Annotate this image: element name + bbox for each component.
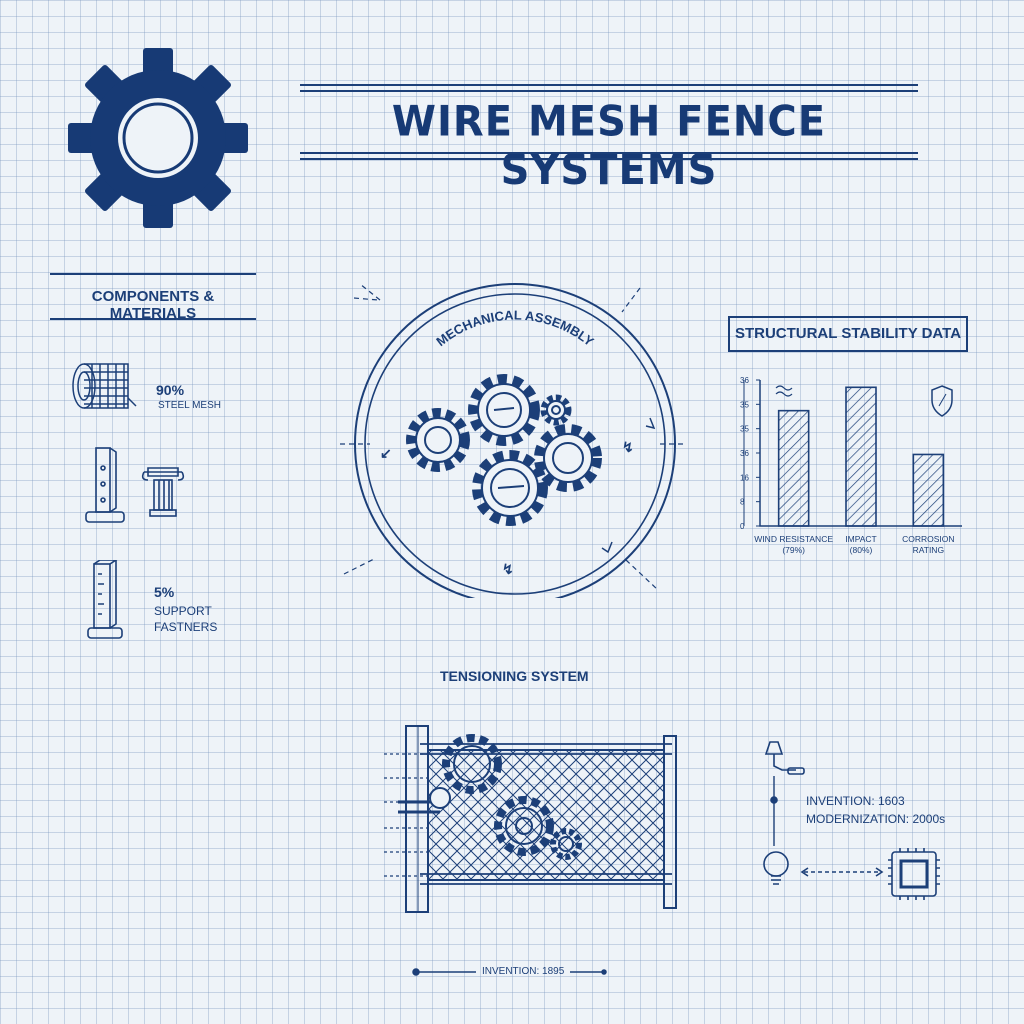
tensioning-label: TENSIONING SYSTEM — [440, 668, 589, 684]
invention-date-label: INVENTION: 1603 — [806, 794, 905, 808]
x-category-label: RATING — [913, 545, 944, 555]
rotation-mark: ↙ — [380, 445, 392, 461]
gear-icon — [442, 734, 502, 794]
y-tick-label: 0 — [740, 522, 745, 531]
components-heading-rule-bottom — [50, 318, 256, 320]
chart-bar — [777, 409, 810, 527]
x-category-label: (79%) — [782, 545, 805, 555]
steel-mesh-label: STEEL MESH — [158, 400, 221, 411]
rotation-mark: ↯ — [502, 561, 514, 577]
support-label: SUPPORT — [154, 604, 212, 618]
gear-icon — [406, 408, 470, 472]
x-category-label: CORROSION — [902, 534, 954, 544]
x-category-label: (80%) — [850, 545, 873, 555]
title-banner: WIRE MESH FENCE SYSTEMS — [300, 84, 918, 194]
fastners-label: FASTNERS — [154, 620, 218, 634]
invention-1895-label: INVENTION: 1895 — [482, 966, 565, 977]
modernization-date-label: MODERNIZATION: 2000s — [806, 812, 946, 826]
y-tick-label: 35 — [740, 400, 749, 409]
rotation-mark: ↯ — [622, 439, 634, 455]
components-heading: COMPONENTS & MATERIALS — [91, 288, 215, 322]
gear-icon — [468, 374, 540, 446]
y-tick-label: 8 — [740, 498, 745, 507]
stability-heading-box: STRUCTURAL STABILITY DATA — [728, 316, 968, 352]
post-icon — [85, 447, 125, 523]
timeline-bottom-line — [412, 968, 607, 976]
lightbulb-icon — [763, 851, 789, 885]
assembly-label: MECHANICAL ASSEMBLY — [433, 307, 597, 349]
chip-icon — [888, 848, 940, 900]
y-tick-label: 35 — [740, 425, 749, 434]
gear-icon — [540, 394, 572, 426]
timeline-right — [763, 741, 940, 900]
x-category-label: IMPACT — [845, 534, 876, 544]
x-category-label: WIND RESISTANCE — [754, 534, 833, 544]
post-icon — [87, 560, 123, 639]
chart-bar — [912, 453, 945, 527]
gear-icon — [550, 828, 582, 860]
chart-bar — [845, 386, 877, 527]
fence-tensioning-diagram — [384, 725, 677, 913]
wind-icon — [775, 385, 793, 397]
y-tick-label: 16 — [740, 473, 749, 482]
page-title: WIRE MESH FENCE SYSTEMS — [391, 97, 827, 195]
mesh-roll-icon — [72, 363, 137, 409]
components-heading-rule-top — [50, 273, 256, 275]
gear-icon — [472, 450, 548, 526]
shield-icon — [931, 385, 953, 417]
gear-icon — [534, 424, 602, 492]
support-percent: 5% — [154, 584, 175, 600]
gear-logo-icon — [68, 48, 248, 228]
stability-bar-chart: 0 8 16 36 35 35 36 WIND RESISTANCE(79%) IMPACT(… — [740, 376, 962, 555]
mechanical-assembly-diagram: MECHANICAL ASSEMBLY ↙ ↯ ↯ — [340, 283, 685, 598]
lamp-icon — [764, 741, 805, 775]
column-icon — [141, 467, 185, 517]
gear-icon — [494, 796, 554, 856]
y-tick-label: 36 — [740, 376, 749, 385]
steel-mesh-percent: 90% — [156, 382, 185, 398]
stability-heading: STRUCTURAL STABILITY DATA — [734, 325, 962, 342]
y-tick-label: 36 — [740, 449, 749, 458]
